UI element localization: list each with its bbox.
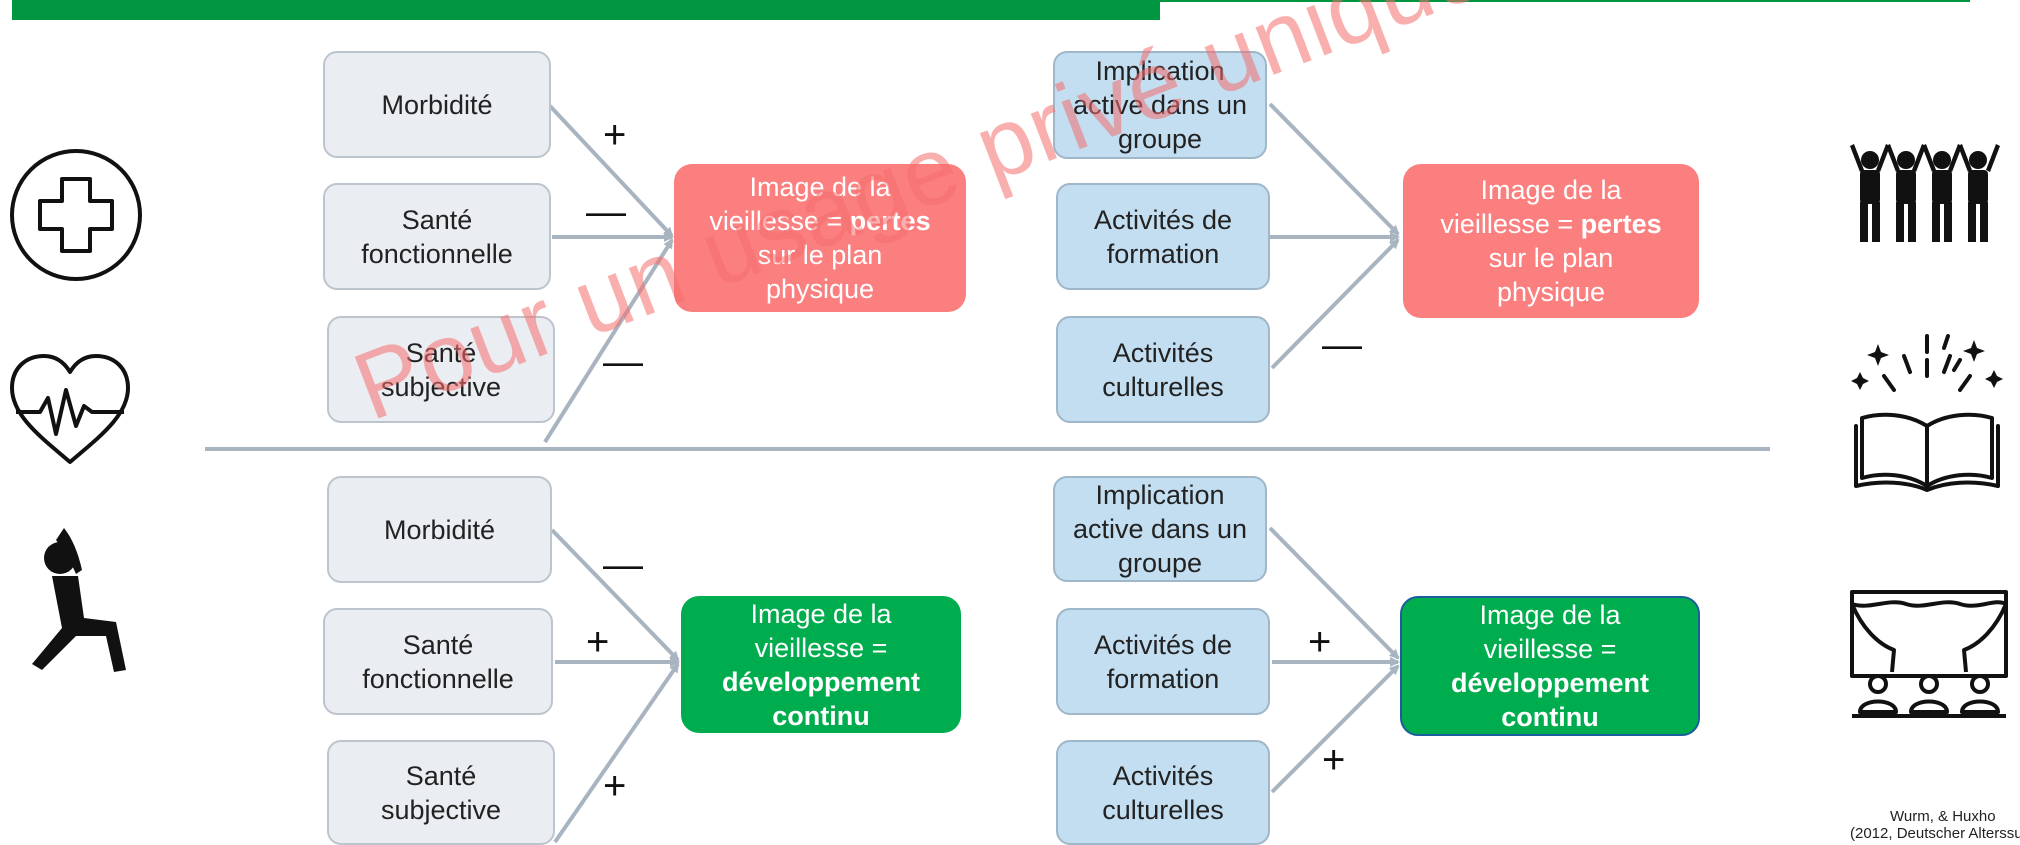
- medical-cross-icon: [10, 149, 142, 281]
- cultural-activities-box: Activités culturelles: [1056, 316, 1270, 423]
- result-development-box: Image de la vieillesse = développement c…: [681, 596, 961, 733]
- group-involvement-box: Implication active dans un groupe: [1053, 51, 1267, 159]
- sign-plus: +: [586, 620, 610, 664]
- sign-minus: —: [603, 543, 643, 587]
- open-book-icon: [1851, 334, 2003, 492]
- morbidity-box: Morbidité: [327, 476, 552, 583]
- group-involvement-box: Implication active dans un groupe: [1053, 476, 1267, 582]
- sign-plus: +: [1308, 620, 1332, 664]
- result-development-box: Image de la vieillesse = développement c…: [1400, 596, 1700, 736]
- training-activities-box: Activités de formation: [1056, 608, 1270, 715]
- exercise-person-icon: [32, 528, 126, 672]
- functional-health-box: Santé fonctionnelle: [323, 183, 551, 290]
- sign-plus: +: [603, 764, 627, 808]
- heart-pulse-icon: [10, 354, 130, 464]
- sign-plus: +: [1322, 738, 1346, 782]
- result-losses-box: Image de la vieillesse = pertes sur le p…: [674, 164, 966, 312]
- citation: Wurm, & Huxho (2012, Deutscher Alterssur…: [1850, 808, 2020, 842]
- sign-minus: —: [603, 340, 643, 384]
- sign-plus: +: [603, 113, 627, 157]
- morbidity-box: Morbidité: [323, 51, 551, 158]
- header-line: [1160, 0, 1970, 2]
- functional-health-box: Santé fonctionnelle: [323, 608, 553, 715]
- sign-minus: —: [1322, 323, 1362, 367]
- cultural-activities-box: Activités culturelles: [1056, 740, 1270, 845]
- section-divider: [205, 447, 1770, 451]
- subjective-health-box: Santé subjective: [327, 316, 555, 423]
- group-people-icon: [1850, 144, 2000, 242]
- result-losses-box: Image de la vieillesse = pertes sur le p…: [1403, 164, 1699, 318]
- sign-minus: —: [586, 190, 626, 234]
- header-bar: [12, 0, 1160, 20]
- theater-audience-icon: [1850, 590, 2008, 718]
- subjective-health-box: Santé subjective: [327, 740, 555, 845]
- training-activities-box: Activités de formation: [1056, 183, 1270, 290]
